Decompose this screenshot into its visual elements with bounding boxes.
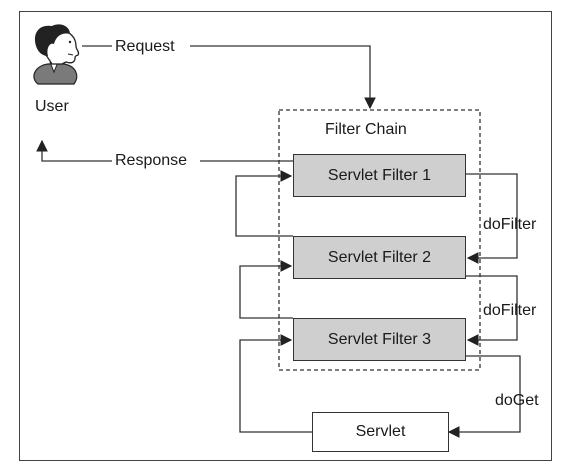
servlet-filter-3-label: Servlet Filter 3 <box>327 330 432 348</box>
doget-arrow <box>447 355 521 438</box>
user-label: User <box>35 98 69 115</box>
servlet-filter-3-box: Servlet Filter 3 <box>293 318 466 361</box>
servlet-filter-1-label: Servlet Filter 1 <box>327 166 432 184</box>
return-arrow-servlet-to-3 <box>239 334 312 433</box>
dofilter-arrow-2 <box>466 275 518 346</box>
dofilter-label-2: doFilter <box>483 302 537 319</box>
request-arrow-2 <box>190 45 376 110</box>
dofilter-arrow-1 <box>466 173 518 264</box>
servlet-filter-2-box: Servlet Filter 2 <box>293 236 466 279</box>
return-arrow-3-to-2 <box>239 260 293 319</box>
return-arrow-2-to-1 <box>235 170 293 237</box>
response-arrow-2 <box>36 139 112 162</box>
doget-label: doGet <box>495 392 539 409</box>
servlet-box: Servlet <box>312 412 449 452</box>
servlet-filter-1-box: Servlet Filter 1 <box>293 154 466 197</box>
request-label: Request <box>115 38 175 55</box>
user-icon <box>33 24 80 85</box>
servlet-filter-2-label: Servlet Filter 2 <box>327 248 432 266</box>
servlet-label: Servlet <box>355 423 406 440</box>
dofilter-label-1: doFilter <box>483 216 537 233</box>
filter-chain-title: Filter Chain <box>325 121 407 138</box>
filter-chain-container <box>278 109 481 371</box>
response-label: Response <box>115 152 188 169</box>
